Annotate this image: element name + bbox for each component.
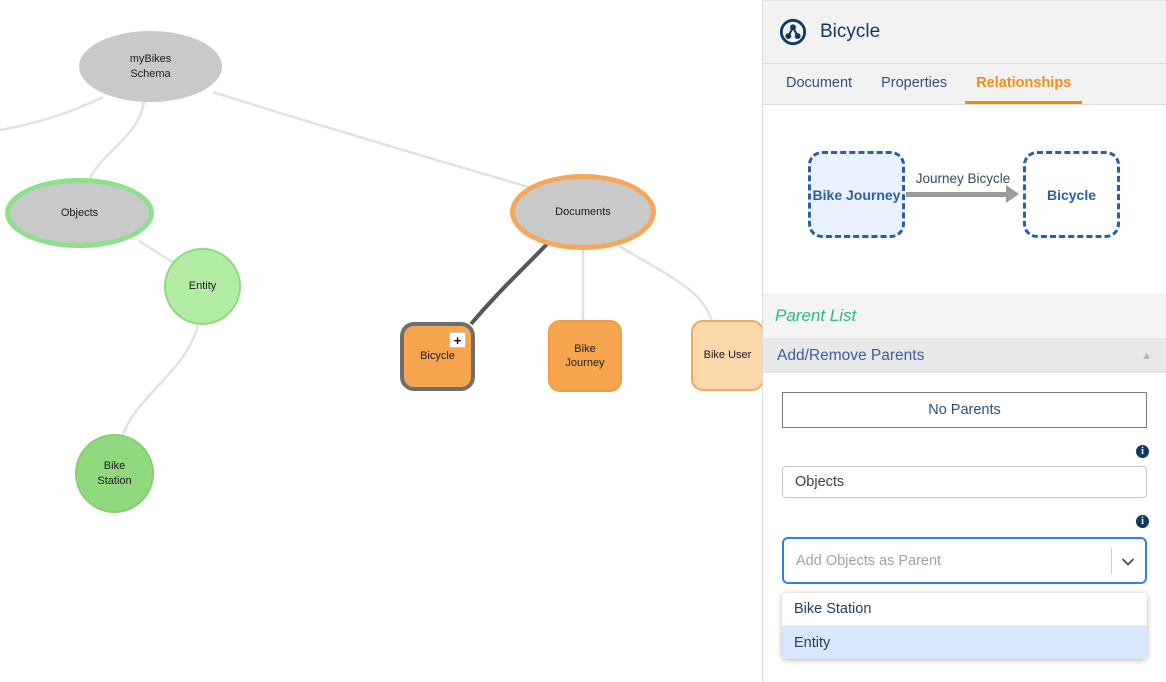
node-documents[interactable]: Documents <box>510 174 656 250</box>
class-node-icon <box>779 18 807 46</box>
node-objects[interactable]: Objects <box>5 178 154 248</box>
relationship-edge-label: Journey Bicycle <box>915 171 1011 186</box>
edge-entity-bike-station <box>121 324 200 436</box>
node-label: Entity <box>188 280 217 293</box>
parent-list-heading: Parent List <box>775 305 857 325</box>
current-parent-input[interactable] <box>782 466 1147 498</box>
tab-properties[interactable]: Properties <box>881 74 948 91</box>
add-parent-dropdown[interactable] <box>782 537 1147 584</box>
node-label: Objects <box>60 206 99 219</box>
node-label: Bicycle <box>420 350 455 363</box>
node-label: Documents <box>555 205 611 218</box>
add-parent-input[interactable] <box>784 539 1114 582</box>
info-icon[interactable]: i <box>1136 445 1149 458</box>
collapse-arrow-icon[interactable]: ▲ <box>1141 349 1152 362</box>
node-bike-journey[interactable]: Bike Journey <box>548 320 622 392</box>
edge-documents-bicycle-selected[interactable] <box>469 240 551 326</box>
node-label: myBikes Schema <box>129 53 172 80</box>
edge-objects-entity <box>138 239 175 265</box>
relationship-source-box[interactable]: Bike Journey <box>808 151 905 238</box>
parent-list-heading-bar: Parent List <box>763 293 1166 338</box>
accordion-title: Add/Remove Parents <box>777 346 925 364</box>
relationship-preview: Bike Journey Journey Bicycle Bicycle <box>763 105 1166 293</box>
node-label: Bike Journey <box>565 342 605 369</box>
option-bike-station[interactable]: Bike Station <box>782 593 1147 626</box>
option-entity[interactable]: Entity <box>782 626 1147 659</box>
panel-title: Bicycle <box>820 21 881 42</box>
node-entity[interactable]: Entity <box>164 248 241 325</box>
no-parents-box: No Parents <box>782 392 1147 428</box>
relationship-target-box[interactable]: Bicycle <box>1023 151 1120 238</box>
node-bike-station[interactable]: Bike Station <box>75 434 154 513</box>
details-panel: Bicycle Document Properties Relationship… <box>762 0 1166 682</box>
node-bike-user[interactable]: Bike User <box>691 320 763 391</box>
node-label: Bike Station <box>97 460 132 487</box>
schema-graph-canvas[interactable]: myBikes Schema Objects Entity Documents … <box>0 0 763 682</box>
graph-edges <box>0 90 714 436</box>
info-icon[interactable]: i <box>1136 515 1149 528</box>
edge-schema-documents <box>212 90 536 191</box>
tab-relationships[interactable]: Relationships <box>965 64 1083 104</box>
tab-document[interactable]: Document <box>786 74 853 91</box>
parent-options-menu: Bike Station Entity <box>782 593 1147 659</box>
node-mybikes-schema[interactable]: myBikes Schema <box>79 31 222 102</box>
relationship-arrow-head <box>1006 185 1019 203</box>
chevron-down-icon[interactable] <box>1118 552 1138 572</box>
relationship-arrow-line <box>906 192 1007 197</box>
edge-schema-offscreen <box>0 95 104 132</box>
node-label: Bike User <box>703 349 752 362</box>
panel-header: Bicycle <box>763 1 1166 64</box>
parents-editor: No Parents i i Bike Station Entity <box>763 373 1166 682</box>
dropdown-divider <box>1111 548 1112 574</box>
node-bicycle[interactable]: + Bicycle <box>400 322 475 391</box>
expand-plus-badge[interactable]: + <box>449 332 466 348</box>
edge-schema-objects <box>88 100 146 179</box>
panel-tabbar: Document Properties Relationships <box>763 64 1166 105</box>
add-remove-parents-accordion[interactable]: Add/Remove Parents ▲ <box>763 338 1166 373</box>
edge-documents-bike-user <box>618 244 714 322</box>
